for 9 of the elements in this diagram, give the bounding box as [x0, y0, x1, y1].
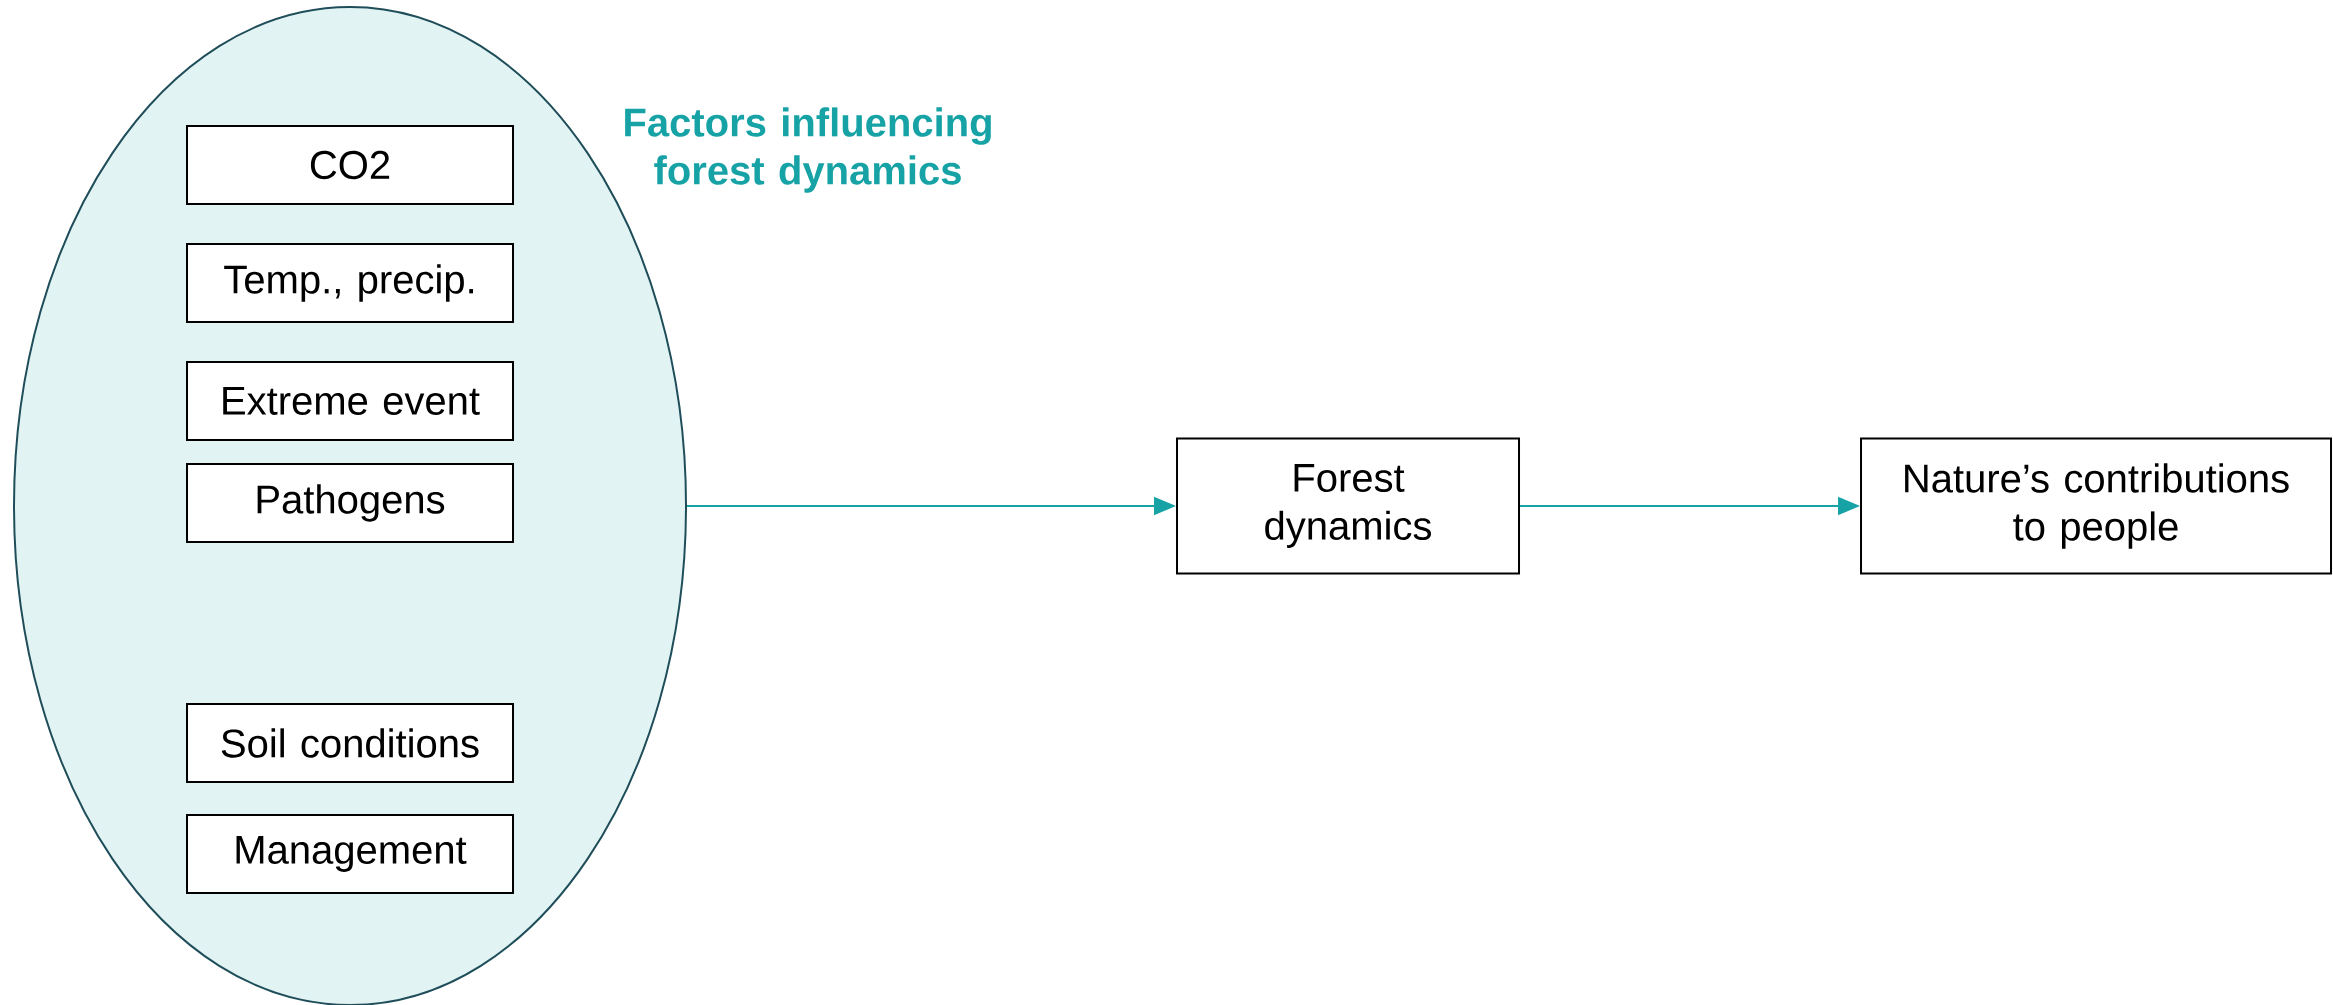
factor-box: CO2: [186, 125, 514, 205]
heading: Factors influencing forest dynamics: [625, 107, 991, 193]
factor-box: Soil conditions: [186, 703, 514, 783]
factor-box: Management: [186, 814, 514, 894]
factor-box: Extreme event: [186, 361, 514, 441]
process-box: Forest dynamics: [1176, 437, 1520, 575]
factor-box: Temp., precip.: [186, 243, 514, 323]
process-box: Nature’s contributions to people: [1860, 437, 2333, 575]
factor-box: Pathogens: [186, 463, 514, 543]
